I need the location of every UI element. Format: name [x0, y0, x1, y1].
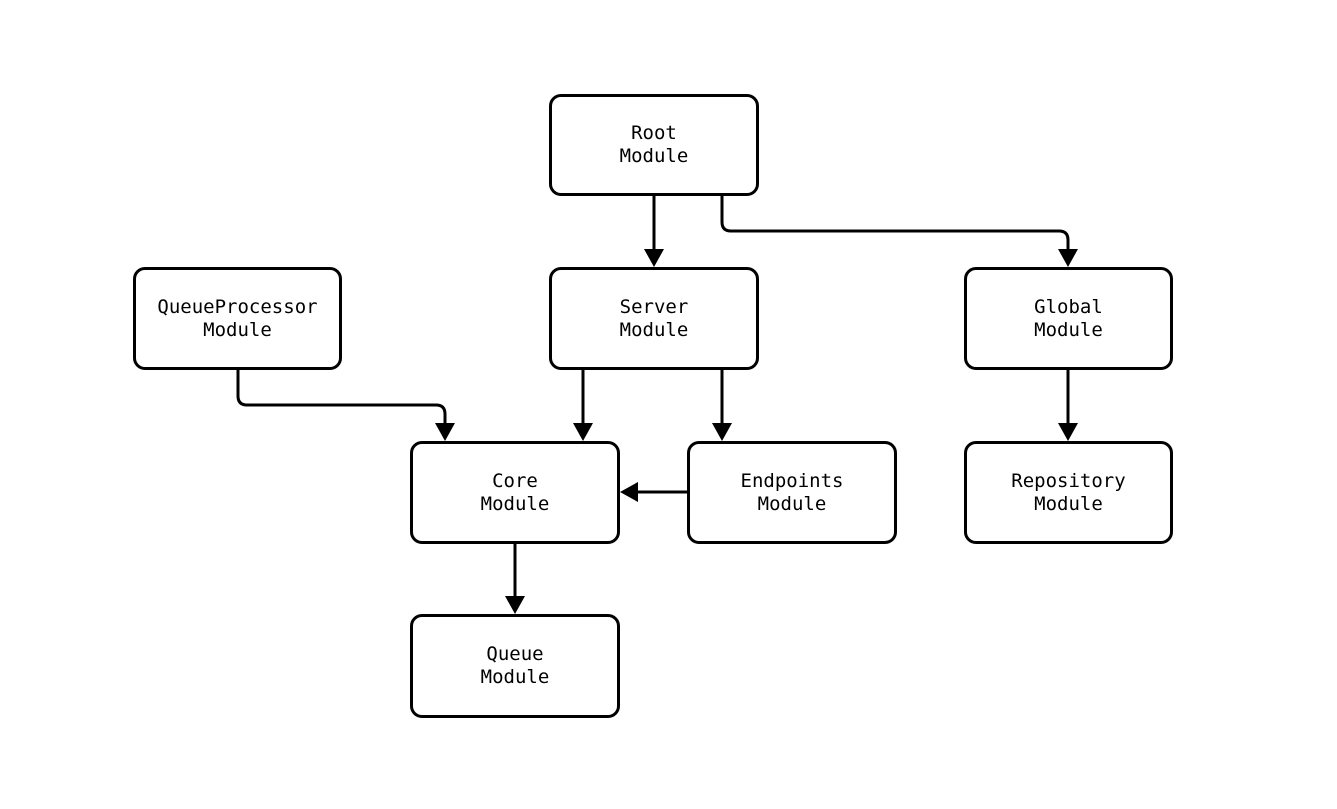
edge-core-to-queue [505, 544, 525, 614]
node-repository-suffix: Module [1034, 492, 1103, 515]
arrowhead-icon [573, 423, 593, 441]
edge-line [720, 196, 1070, 258]
node-root-suffix: Module [619, 145, 689, 167]
edge-global-to-repository [1058, 370, 1078, 441]
node-core-name: Core [492, 469, 538, 492]
edge-server-to-core [573, 370, 593, 441]
node-global-name: Global [1034, 295, 1103, 318]
arrowhead-icon [505, 596, 525, 614]
edge-endpoints-to-core [620, 482, 687, 502]
edge-line [236, 370, 447, 432]
edges-group [236, 196, 1078, 614]
node-root-name: Root [631, 122, 677, 144]
node-repository-name: Repository [1011, 469, 1126, 492]
node-core-suffix: Module [480, 492, 550, 515]
arrowhead-icon [644, 249, 664, 267]
arrowhead-icon [712, 423, 732, 441]
node-queue-name: Queue [486, 643, 544, 665]
arrowhead-icon [1058, 423, 1078, 441]
edge-queueprocessor-to-core [236, 370, 455, 441]
node-endpoints-suffix: Module [757, 492, 827, 515]
node-global-suffix: Module [1034, 318, 1103, 341]
edge-root-to-global [720, 196, 1078, 267]
arrowhead-icon [1058, 249, 1078, 267]
edge-server-to-endpoints [712, 370, 732, 441]
node-queue-suffix: Module [480, 666, 550, 688]
node-endpoints-name: Endpoints [740, 469, 844, 492]
node-server-suffix: Module [619, 318, 689, 341]
node-server-name: Server [619, 295, 689, 318]
node-queueprocessor-name: QueueProcessor [157, 295, 318, 318]
edge-root-to-server [644, 196, 664, 267]
arrowhead-icon [620, 482, 638, 502]
node-queueprocessor-suffix: Module [203, 318, 272, 341]
arrowhead-icon [435, 423, 455, 441]
